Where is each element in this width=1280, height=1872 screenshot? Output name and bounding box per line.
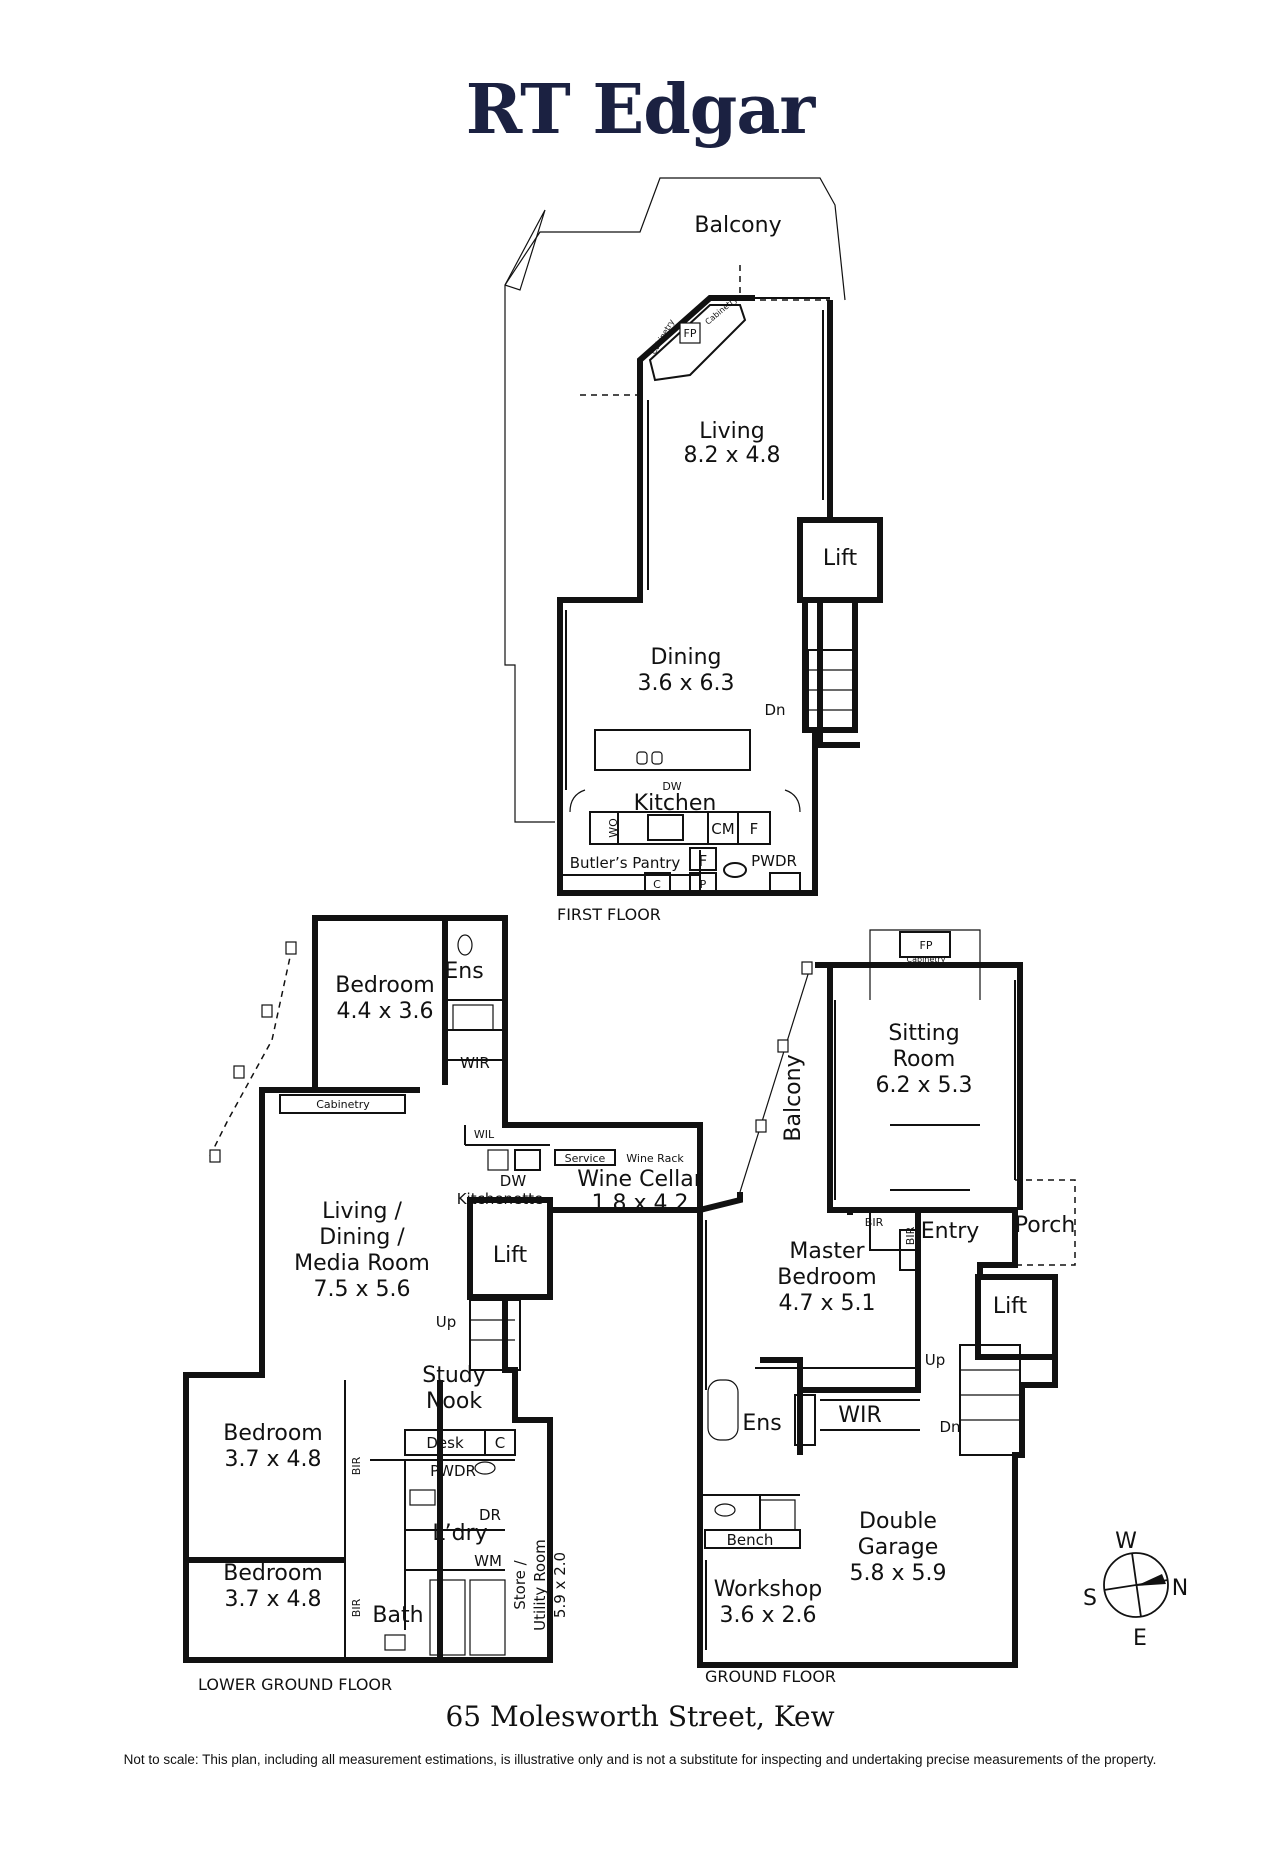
room-label-porch: Porch [1015,1213,1076,1238]
c-label: C [495,1434,505,1452]
room-label-living: Living / [322,1199,402,1224]
disclaimer-text: Not to scale: This plan, including all m… [123,1752,1157,1767]
room-label-ens: Ens [742,1411,781,1436]
room-label-wir: WIR [460,1054,490,1072]
service-label: Service [565,1152,606,1165]
room-label-sitting: Sitting [888,1021,959,1046]
wo-label: WO [607,818,620,838]
room-label-balcony: Balcony [781,1054,806,1141]
dw-label: DW [662,780,681,793]
wine-rack-label: Wine Rack [626,1152,684,1165]
room-label-lift: Lift [993,1294,1028,1319]
fridge-label: F [699,852,708,870]
p-label: P [700,878,707,891]
compass-icon: W N S E [1083,1529,1188,1651]
room-label-wil: WIL [474,1128,495,1141]
fp-label: FP [684,327,697,340]
room-label-dining: Dining / [319,1225,405,1250]
room-label-media-room: Media Room [294,1251,430,1276]
bir-label: BIR [904,1226,917,1245]
bir-label: BIR [350,1456,363,1475]
room-label-butlers-pantry: Butler’s Pantry [570,854,681,872]
room-label-master: Master [789,1239,865,1264]
room-label-pwdr: PWDR [751,852,797,870]
room-label-wir: WIR [838,1403,882,1428]
compass-e: E [1133,1626,1147,1651]
desk-label: Desk [426,1434,464,1452]
room-label-study: Study [422,1363,486,1388]
stair-dn-label: Dn [939,1418,960,1436]
room-label-pwdr: PWDR [430,1462,476,1480]
room-label-bath: Bath [372,1603,423,1628]
compass-w: W [1115,1529,1137,1554]
compass-n: N [1172,1576,1188,1601]
brand-logo: RT Edgar [465,70,815,150]
room-label-garage: Garage [858,1535,939,1560]
fp-label: FP [920,939,933,952]
room-label-kitchen: Kitchen [634,791,717,816]
room-dim-living: 7.5 x 5.6 [314,1277,411,1302]
room-label-lift: Lift [823,546,858,571]
room-label-lift: Lift [493,1243,528,1268]
room-label-ldry: L’dry [432,1521,487,1546]
room-label-store: Store / [511,1559,529,1609]
room-dim-living: 8.2 x 4.8 [684,443,781,468]
room-dim-dining: 3.6 x 6.3 [638,671,735,696]
room-label-bedroom: Bedroom [223,1561,323,1586]
bir-label: BIR [865,1216,884,1229]
fridge-label: F [750,820,759,838]
room-label-bedroom: Bedroom [223,1421,323,1446]
ground-floor-plan: FP Cabinetry Sitting Room 6.2 x 5.3 Balc… [697,929,1076,1686]
room-dim-wine-cellar: 1.8 x 4.2 [592,1191,689,1216]
lower-ground-floor-plan: Bedroom 4.4 x 3.6 Ens WIR Cabinetry WIL … [183,915,704,1694]
floor-label-lower-ground: LOWER GROUND FLOOR [198,1675,392,1694]
cabinetry-label: Cabinetry [316,1098,370,1111]
stair-dn-label: Dn [764,701,785,719]
room-label-bedroom: Bedroom [335,973,435,998]
cabinetry-label: Cabinetry [907,955,946,964]
room-dim-bedroom: 3.7 x 4.8 [225,1587,322,1612]
room-label-ens: Ens [444,959,483,984]
bir-label: BIR [350,1598,363,1617]
room-label-dining: Dining [650,645,721,670]
floor-label-ground: GROUND FLOOR [705,1667,836,1686]
first-floor-plan: FP Cabinetry Cabinetry Balcony Living 8.… [504,177,883,924]
cm-label: CM [711,820,734,838]
room-label-utility-room: Utility Room [531,1539,549,1631]
room-label-nook: Nook [426,1389,482,1414]
room-dim-garage: 5.8 x 5.9 [850,1561,947,1586]
compass-s: S [1083,1586,1097,1611]
room-dim-master: 4.7 x 5.1 [779,1291,876,1316]
stair-up-label: Up [925,1351,946,1369]
room-label-living: Living [699,419,764,444]
room-label-workshop: Workshop [714,1577,823,1602]
c-label: C [653,878,661,891]
room-label-room: Room [893,1047,956,1072]
room-dim-workshop: 3.6 x 2.6 [720,1603,817,1628]
room-dim-bedroom: 4.4 x 3.6 [337,999,434,1024]
room-label-double: Double [859,1509,937,1534]
room-dim-bedroom: 3.7 x 4.8 [225,1447,322,1472]
stair-up-label: Up [436,1313,457,1331]
room-label-bedroom: Bedroom [777,1265,877,1290]
room-label-balcony: Balcony [694,213,781,238]
room-label-entry: Entry [921,1219,980,1244]
wm-label: WM [474,1552,502,1570]
dr-label: DR [479,1506,501,1524]
property-address: 65 Molesworth Street, Kew [445,1700,835,1733]
floor-label-first: FIRST FLOOR [557,905,661,924]
room-dim-sitting: 6.2 x 5.3 [876,1073,973,1098]
bench-label: Bench [727,1531,774,1549]
dw-label: DW [500,1172,527,1190]
room-dim-store: 5.9 x 2.0 [551,1552,569,1618]
kitchenette-label: Kitchenette [457,1190,544,1208]
cabinetry-label: Cabinetry [649,318,676,356]
room-label-wine-cellar: Wine Cellar [577,1167,703,1192]
